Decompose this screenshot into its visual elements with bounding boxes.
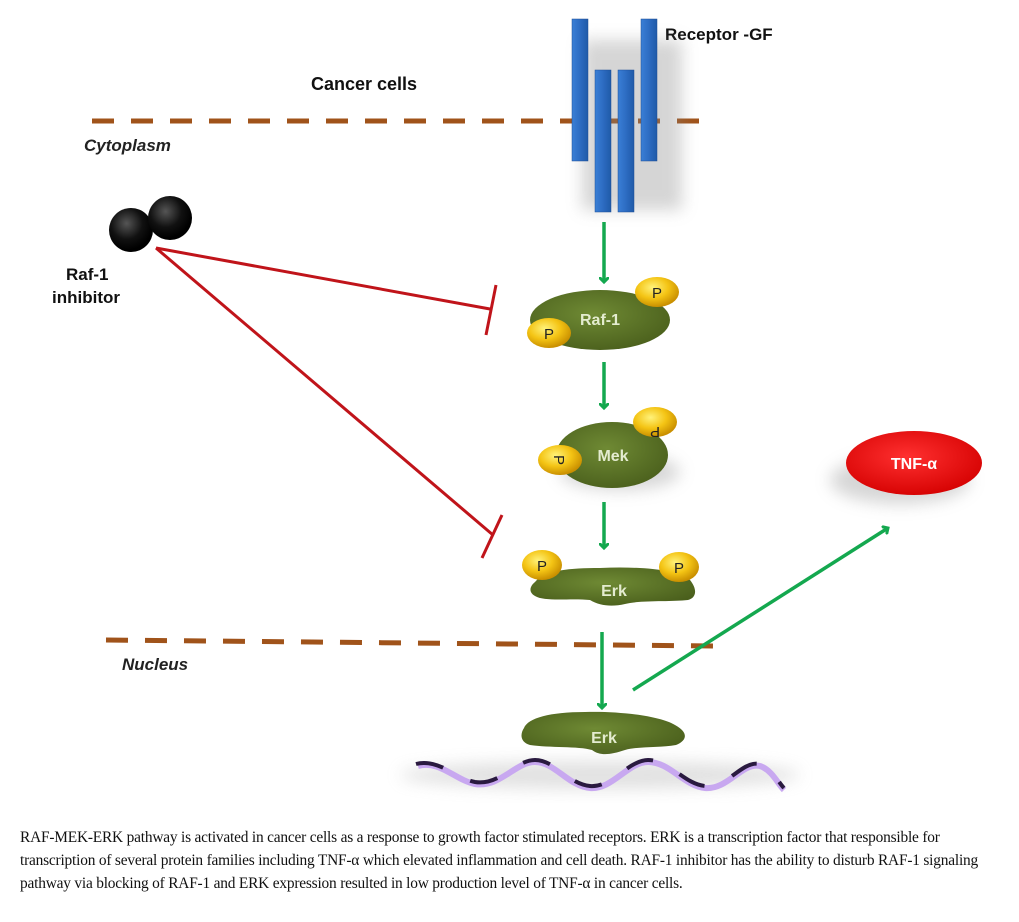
svg-text:P: P: [544, 326, 554, 343]
figure-caption: RAF-MEK-ERK pathway is activated in canc…: [20, 829, 979, 892]
svg-text:P: P: [550, 455, 567, 465]
pathway-diagram: Cancer cells Cytoplasm Nucleus Receptor …: [52, 18, 982, 793]
inhibitor-ball-2: [148, 196, 192, 240]
tnf-label: TNF-α: [891, 456, 937, 473]
receptor-bar-1: [571, 18, 589, 162]
svg-text:P: P: [674, 560, 684, 577]
raf1-protein: Raf-1 P P: [527, 277, 679, 350]
dna-helix: [400, 757, 800, 793]
receptor-label: Receptor -GF: [665, 25, 773, 44]
phosphate-group: P: [522, 550, 562, 580]
svg-text:P: P: [652, 285, 662, 302]
phosphate-group: P: [633, 407, 677, 440]
phosphate-group: P: [659, 552, 699, 582]
erk-nucleus-label: Erk: [591, 730, 617, 747]
inhibitor-label-line1: Raf-1: [66, 265, 109, 284]
inhibitor-label-line2: inhibitor: [52, 288, 120, 307]
phosphate-group: P: [538, 445, 582, 475]
cancer-cells-label: Cancer cells: [311, 74, 417, 94]
receptor-bar-2: [594, 69, 612, 213]
receptor-bar-3: [617, 69, 635, 213]
erk-cytoplasm-label: Erk: [601, 583, 627, 600]
phosphate-group: P: [635, 277, 679, 307]
raf1-inhibitor: [109, 196, 192, 252]
erk-cytoplasm-protein: Erk P P: [522, 550, 699, 606]
raf1-label: Raf-1: [580, 312, 620, 329]
inhibition-erk: [155, 246, 504, 559]
inhibition-raf1: [155, 246, 498, 336]
nuclear-membrane-line: [105, 637, 717, 649]
inhibitor-ball-1: [109, 208, 153, 252]
svg-text:P: P: [650, 423, 660, 440]
mek-protein: Mek P P: [538, 407, 680, 490]
cytoplasm-label: Cytoplasm: [84, 136, 171, 155]
erk-nucleus-protein: Erk: [521, 711, 685, 755]
receptor-gf: [571, 18, 682, 213]
receptor-bar-4: [640, 18, 658, 162]
mek-label: Mek: [597, 448, 628, 465]
nucleus-label: Nucleus: [122, 655, 188, 674]
phosphate-group: P: [527, 318, 571, 348]
arrow-erk-to-tnf: [632, 528, 888, 692]
svg-text:P: P: [537, 558, 547, 575]
tnf-alpha: TNF-α: [830, 431, 982, 504]
